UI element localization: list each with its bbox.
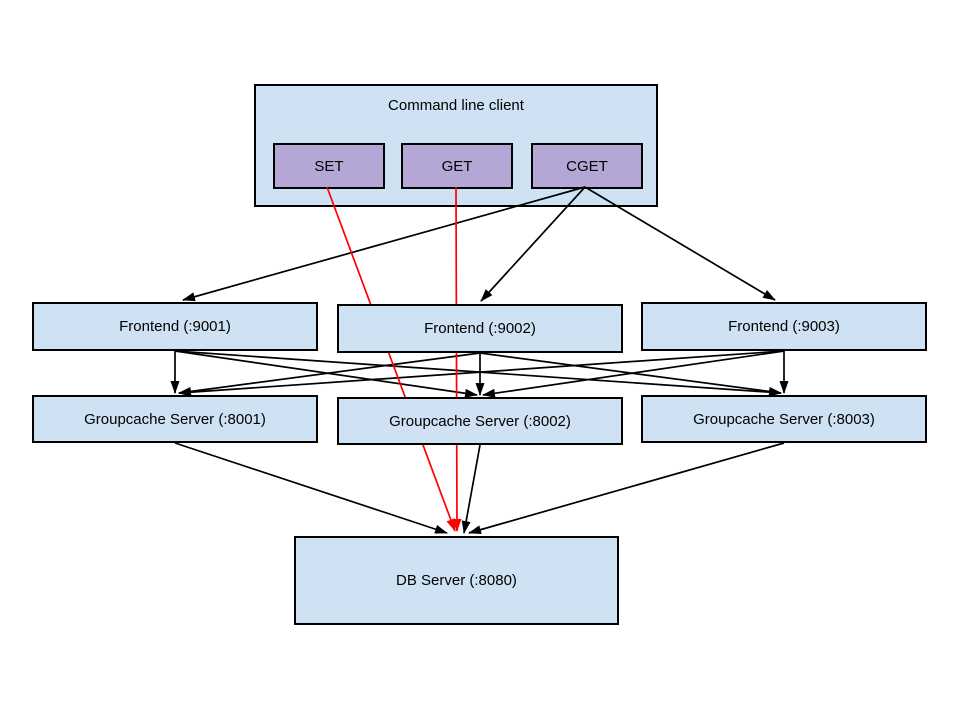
edge-frontend-9003-cache-8001 [178,350,785,397]
command-get-label: GET [441,157,473,175]
cache-8001-box: Groupcache Server (:8001) [32,395,318,443]
edge-frontend-9003-cache-8002 [482,350,785,398]
client-box: Command line client SET GET CGET [254,84,658,207]
edge-frontend-9001-cache-8003 [174,350,782,397]
frontend-9003-box: Frontend (:9003) [641,302,927,351]
db-server-label: DB Server (:8080) [396,572,517,589]
cache-8002-box: Groupcache Server (:8002) [337,397,623,445]
cache-8002-label: Groupcache Server (:8002) [389,412,571,430]
cache-8001-label: Groupcache Server (:8001) [84,410,266,428]
edge-cache-8003-db [468,442,785,535]
frontend-9001-box: Frontend (:9001) [32,302,318,351]
edge-frontend-9001-cache-8002 [174,350,478,398]
edge-cache-8002-db [461,444,481,534]
command-cget-label: CGET [566,157,608,175]
cache-8003-box: Groupcache Server (:8003) [641,395,927,443]
frontend-9002-label: Frontend (:9002) [424,320,536,337]
command-get-box: GET [401,143,513,189]
edge-frontend-9002-cache-8001 [178,352,481,396]
edge-set-db [326,186,456,532]
frontend-9002-box: Frontend (:9002) [337,304,623,353]
edge-get-db [452,186,462,532]
frontend-9001-label: Frontend (:9001) [119,318,231,335]
command-cget-box: CGET [531,143,643,189]
command-set-label: SET [314,157,344,175]
frontend-9003-label: Frontend (:9003) [728,318,840,335]
edge-frontend-9002-cache-8003 [479,352,782,396]
edge-cache-8001-db [174,442,448,534]
db-server-box: DB Server (:8080) [294,536,619,625]
command-set-box: SET [273,143,385,189]
cache-8003-label: Groupcache Server (:8003) [693,410,875,428]
client-title: Command line client [388,97,524,114]
